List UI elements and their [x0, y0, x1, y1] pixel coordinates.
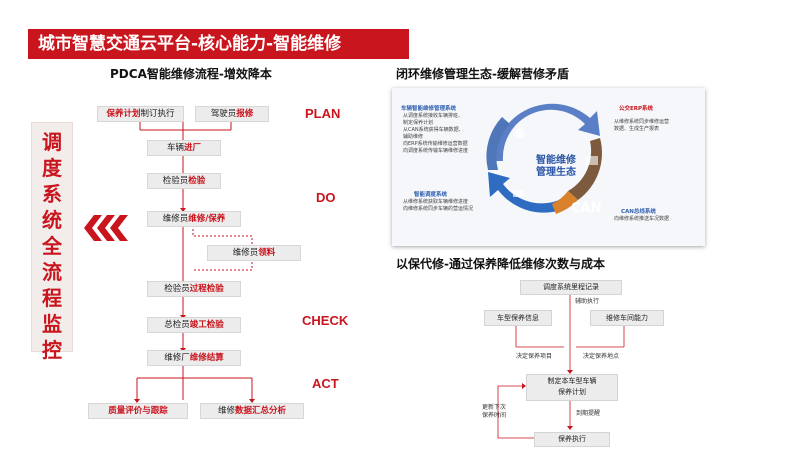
step-analysis: 维修数据汇总分析	[200, 403, 304, 419]
page-title: 城市智慧交通云平台-核心能力-智能维修	[38, 34, 342, 54]
step-maintenance-plan: 保养计划制订执行	[97, 106, 184, 122]
erp-system-text: 从维修系统同步维修运营数据、生成生产报表	[614, 119, 670, 132]
side-label-text: 调度系统全流程监控	[42, 130, 62, 362]
step-final-check: 总检员竣工检验	[147, 317, 241, 333]
box-maintenance-plan: 制定本车型车辆保养计划	[526, 374, 618, 401]
can-system-text: 向维修系统推送车况数据	[614, 216, 670, 222]
phase-do: DO	[316, 190, 336, 205]
ecosystem-heading: 闭环维修管理生态-缓解营修矛盾	[396, 67, 569, 81]
phase-plan: PLAN	[305, 106, 341, 121]
vehicle-system-text: 从调度系统接收车辆排班、制定保养计划从CAN系统获得车辆数据、辅助维修向ERP系…	[403, 113, 469, 154]
phase-check: CHECK	[302, 313, 349, 328]
box-workshop-capacity: 维修车间能力	[590, 310, 664, 326]
step-settlement: 维修厂维修结算	[147, 350, 241, 366]
step-vehicle-enter: 车辆进厂	[147, 140, 221, 156]
erp-system-title: 公交ERP系统	[619, 106, 654, 112]
side-label: 调度系统全流程监控	[31, 122, 73, 362]
label-decide-node: 决定保养地点	[583, 353, 620, 360]
step-process-check: 检验员过程检验	[147, 281, 241, 297]
step-repair: 维修员维修/保养	[147, 211, 241, 227]
box-model-info: 车型保养信息	[484, 310, 552, 326]
label-decide-item: 决定保养项目	[516, 353, 553, 360]
can-label: CAN	[571, 201, 602, 216]
box-maintenance-exec: 保养执行	[534, 432, 610, 447]
pdca-heading: PDCA智能维修流程-增效降本	[110, 67, 272, 81]
can-system-title: CAN总线系统	[621, 209, 656, 215]
label-update: 更新下次保养时间	[482, 404, 507, 419]
step-inspection: 检验员检验	[147, 173, 221, 189]
label-remind: 到期提醒	[576, 410, 601, 417]
box-mileage-record: 调度系统里程记录	[520, 280, 622, 295]
step-quality: 质量评价与跟踪	[88, 403, 188, 419]
title-bar	[28, 29, 409, 59]
label-assist: 辅助执行	[575, 298, 600, 305]
chevron-arrows-icon	[84, 215, 128, 241]
vehicle-system-title: 车辆智能维修管理系统	[401, 106, 457, 112]
dispatch-system-text: 从维修系统获取车辆维修进度向维修系统同步车辆的营运情况	[403, 199, 474, 212]
ecosystem-center: 智能维修管理生态	[536, 155, 576, 178]
dispatch-system-title: 智能调度系统	[414, 192, 448, 198]
phase-act: ACT	[312, 376, 339, 391]
ecosystem-panel	[392, 88, 705, 246]
maintenance-heading: 以保代修-通过保养降低维修次数与成本	[396, 257, 605, 271]
step-driver-report: 驾驶员报修	[195, 106, 269, 122]
step-material: 维修员领料	[207, 245, 301, 261]
